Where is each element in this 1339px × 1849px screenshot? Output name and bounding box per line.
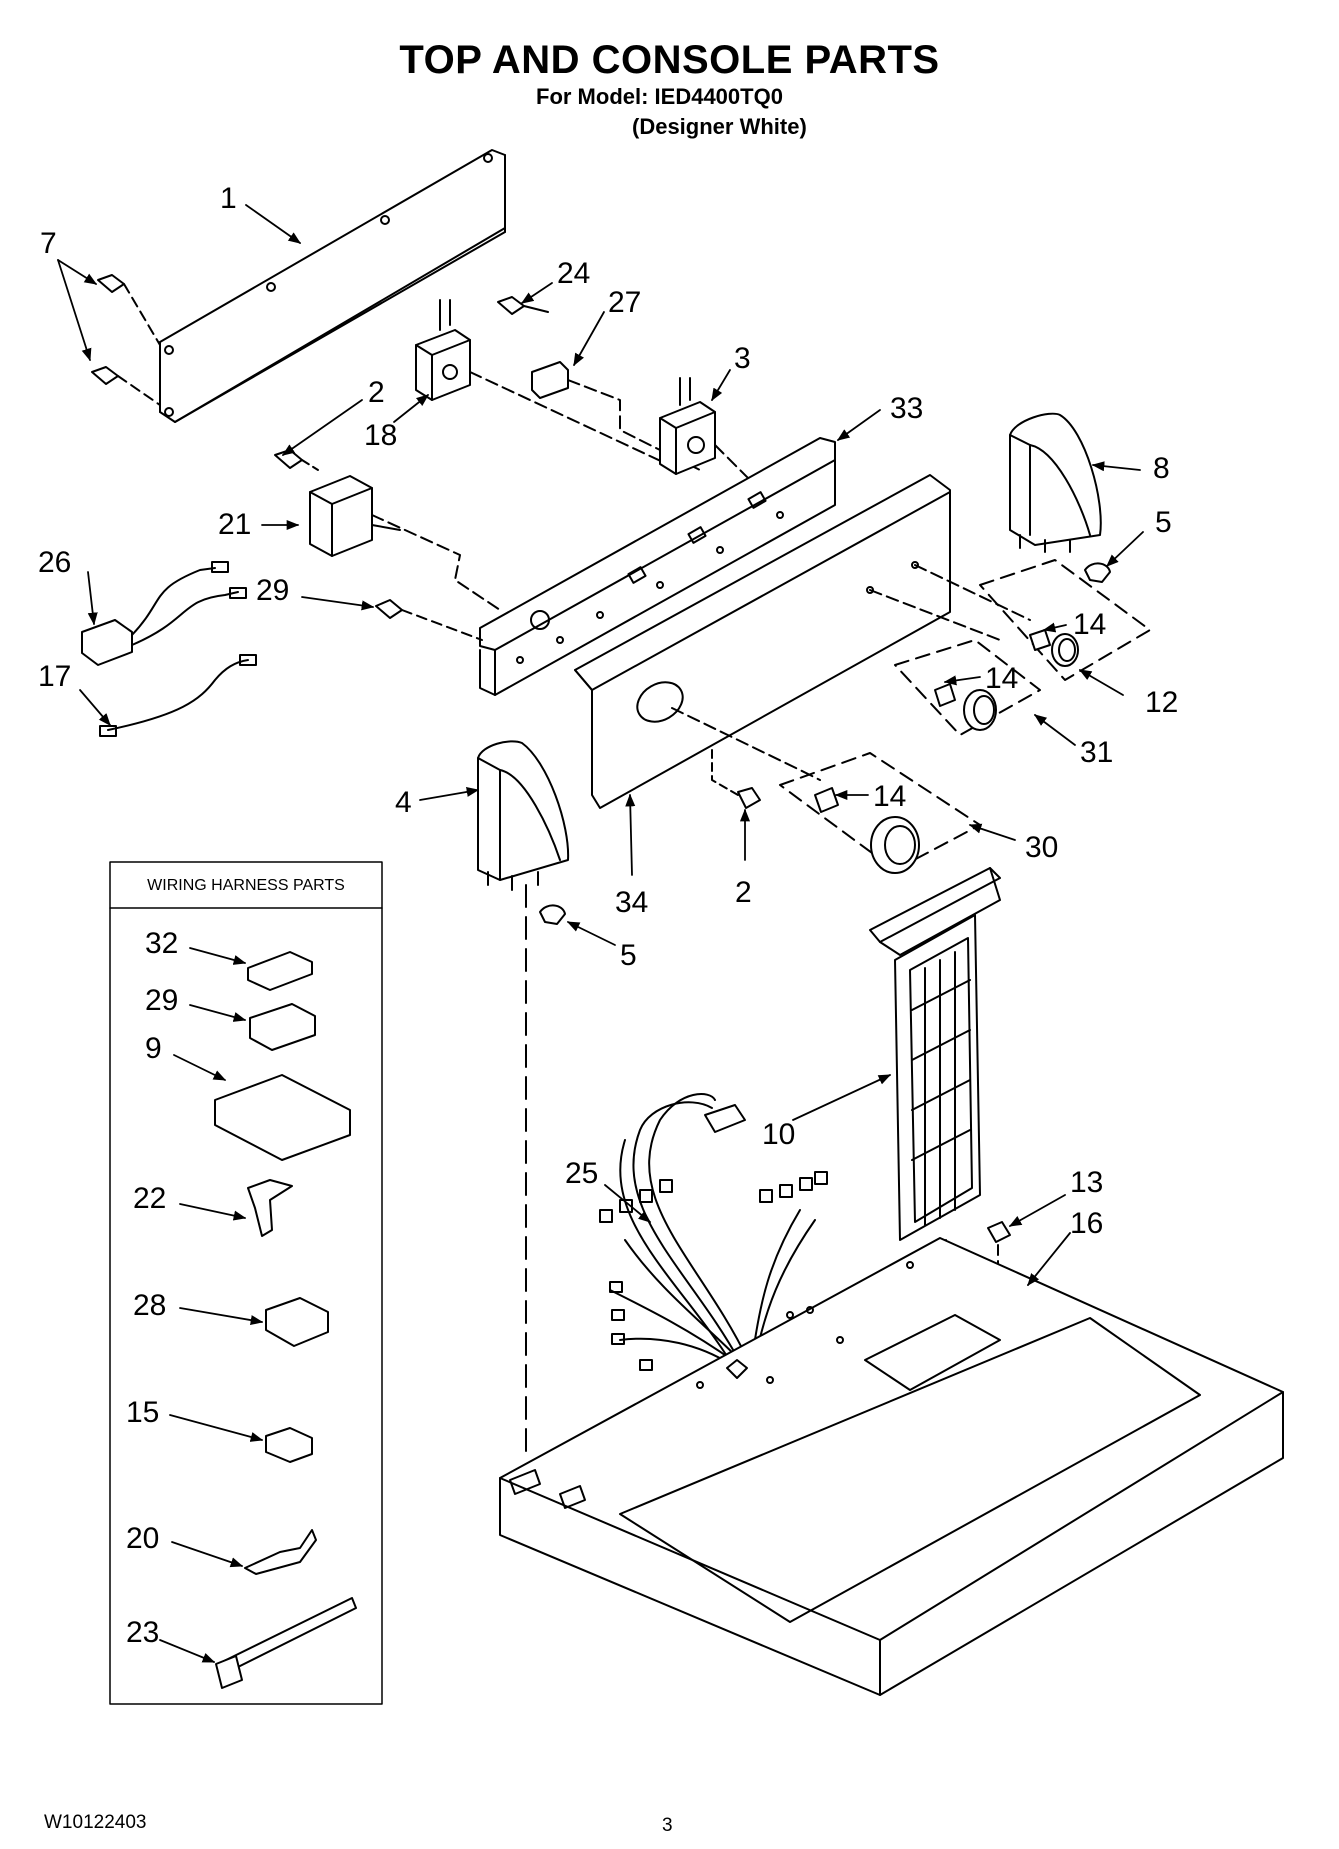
- harness-callout-29: 29: [145, 984, 178, 1017]
- callout-2-top: 2: [368, 376, 385, 409]
- callout-24: 24: [557, 257, 590, 290]
- wire-17-part: [99, 654, 257, 737]
- lint-screen-10-part: [869, 867, 1001, 1241]
- model-line: For Model: IED4400TQ0: [536, 84, 783, 109]
- callout-16: 16: [1070, 1207, 1103, 1240]
- doc-number: W10122403: [44, 1812, 147, 1833]
- callout-14-a: 14: [1073, 608, 1106, 641]
- callout-34: 34: [615, 886, 648, 919]
- callout-2-mid: 2: [735, 876, 752, 909]
- clip-5-top-part: [1084, 562, 1111, 583]
- callout-14-c: 14: [873, 780, 906, 813]
- callout-18: 18: [364, 419, 397, 452]
- callout-26: 26: [38, 546, 71, 579]
- page-number: 3: [662, 1815, 673, 1836]
- callout-17: 17: [38, 660, 71, 693]
- callout-33: 33: [890, 392, 923, 425]
- color-line: (Designer White): [632, 114, 807, 139]
- harness-callout-15: 15: [126, 1396, 159, 1429]
- knob-31-group: [894, 639, 1041, 736]
- wiring-harness-box: WIRING HARNESS PARTS: [109, 861, 383, 1705]
- callout-5-bottom: 5: [620, 939, 637, 972]
- harness-callout-28: 28: [133, 1289, 166, 1322]
- callout-27: 27: [608, 286, 641, 319]
- callout-13: 13: [1070, 1166, 1103, 1199]
- callout-labels: 1 7 24 27 2 18 3 33 8 5 21 26 29 14 12 1…: [38, 182, 1178, 1649]
- screw-24-part: [497, 296, 549, 315]
- endcap-4-part: [477, 740, 570, 891]
- callout-1: 1: [220, 182, 237, 215]
- harness-26-part: [81, 561, 247, 666]
- harness-callout-22: 22: [133, 1182, 166, 1215]
- callout-31: 31: [1080, 736, 1113, 769]
- harness-callout-32: 32: [145, 927, 178, 960]
- switch-18-part: [415, 299, 681, 471]
- harness-25-part: [599, 1093, 828, 1371]
- callout-4: 4: [395, 786, 412, 819]
- screw-7-part: [91, 274, 161, 406]
- endcap-8-part: [1009, 412, 1102, 553]
- rear-panel-part: [159, 149, 506, 423]
- callout-8: 8: [1153, 452, 1170, 485]
- callout-21: 21: [218, 508, 251, 541]
- harness-callout-9: 9: [145, 1032, 162, 1065]
- callout-14-b: 14: [985, 662, 1018, 695]
- console-34-part: [574, 474, 1031, 809]
- bracket-33-part: [479, 437, 836, 696]
- page-title: TOP AND CONSOLE PARTS: [399, 38, 940, 82]
- screw-2-mid-part: [711, 749, 761, 809]
- timer-21-part: [309, 475, 501, 611]
- knob-12-group: [979, 559, 1151, 681]
- harness-callout-20: 20: [126, 1522, 159, 1555]
- top-16-part: [499, 1237, 1284, 1696]
- callout-5-top: 5: [1155, 506, 1172, 539]
- callout-10: 10: [762, 1118, 795, 1151]
- screw-29-part: [375, 599, 483, 641]
- callout-25: 25: [565, 1157, 598, 1190]
- callout-3: 3: [734, 342, 751, 375]
- switch-3-part: [659, 377, 761, 491]
- callout-30: 30: [1025, 831, 1058, 864]
- knob-30-group: [779, 752, 981, 874]
- screw-2-top-part: [274, 449, 319, 471]
- harness-box-title: WIRING HARNESS PARTS: [147, 877, 345, 894]
- clip-5-bottom-part: [525, 884, 566, 1461]
- leader-arrows: [57, 204, 1144, 1663]
- callout-12: 12: [1145, 686, 1178, 719]
- callout-7: 7: [40, 227, 57, 260]
- callout-29: 29: [256, 574, 289, 607]
- harness-callout-23: 23: [126, 1616, 159, 1649]
